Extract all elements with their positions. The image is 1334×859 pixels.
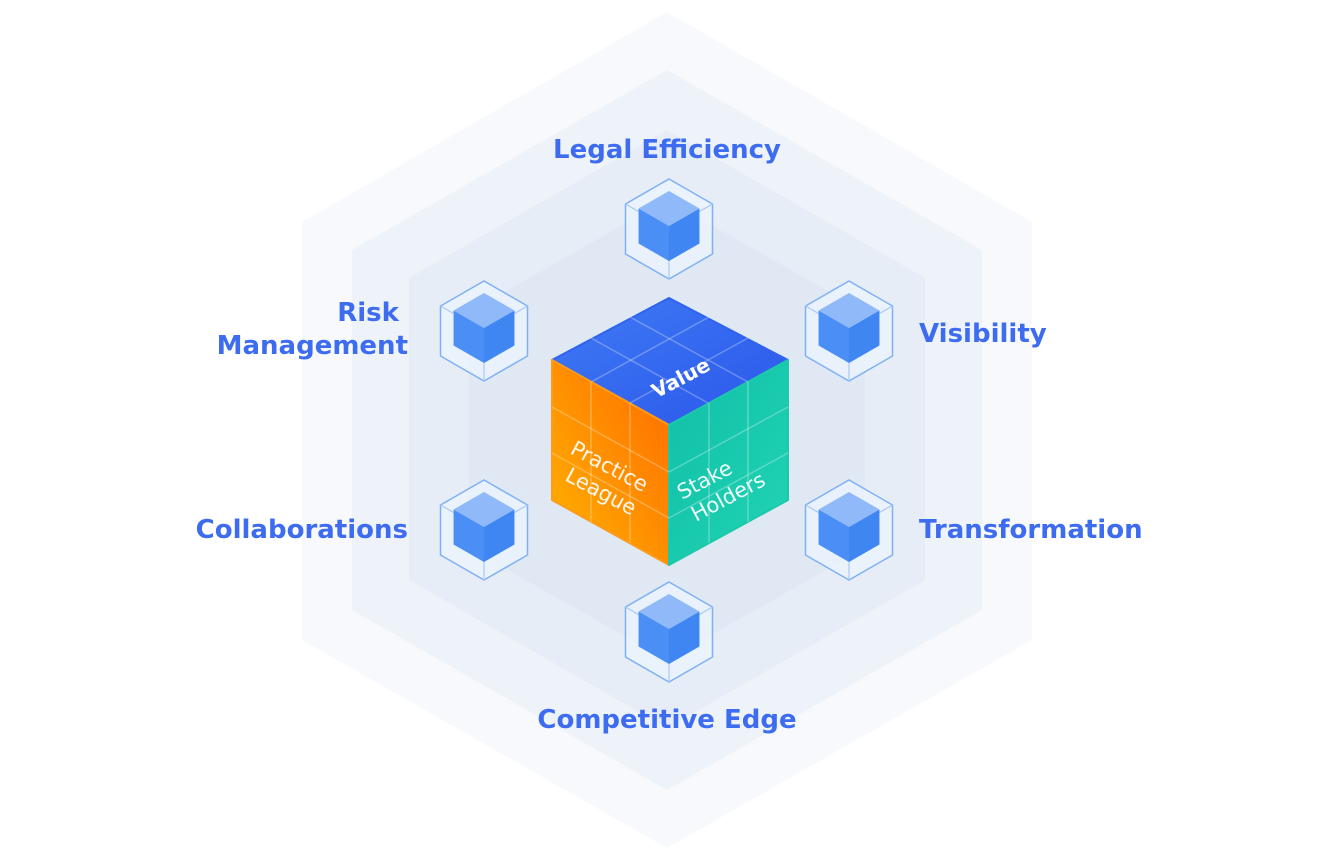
- cube-icon-right: [669, 208, 700, 261]
- cube-icon: [439, 280, 529, 382]
- cube-grid-lines: [551, 316, 789, 543]
- cube-icon-right: [484, 509, 515, 562]
- cube-icon-right: [849, 509, 880, 562]
- label-competitive-edge: Competitive Edge: [537, 705, 796, 735]
- cube-icon-left: [453, 310, 484, 363]
- label-risk-management-line2: Management: [217, 331, 408, 361]
- label-visibility: Visibility: [919, 319, 1047, 349]
- label-risk-management: Risk Management: [217, 298, 408, 361]
- cube-icon: [804, 479, 894, 581]
- cube-icon: [439, 479, 529, 581]
- cube-right-face: [668, 359, 789, 566]
- cube-icon-right: [849, 310, 880, 363]
- cube-icon-right: [669, 611, 700, 664]
- cube-icon-top: [818, 293, 880, 328]
- cube-icon-top: [638, 191, 700, 226]
- cube-icon-top: [818, 492, 880, 527]
- node-labels: Legal Efficiency Risk Management Visibil…: [196, 135, 1143, 735]
- satellite-cubes: [439, 178, 894, 683]
- cube-icon-left: [453, 509, 484, 562]
- label-legal-efficiency: Legal Efficiency: [553, 135, 781, 165]
- cube-icon-left: [818, 509, 849, 562]
- center-cube: Value Practice League Stake Holders: [551, 297, 789, 566]
- cube-icon: [804, 280, 894, 382]
- cube-icon-left: [818, 310, 849, 363]
- cube-icon-left: [638, 611, 669, 664]
- cube-icon-right: [484, 310, 515, 363]
- cube-icon-left: [638, 208, 669, 261]
- cube-icon: [624, 581, 714, 683]
- cube-icon: [624, 178, 714, 280]
- label-risk-management-line1: Risk: [337, 298, 399, 328]
- cube-icon-top: [638, 594, 700, 629]
- label-collaborations: Collaborations: [196, 515, 408, 545]
- label-transformation: Transformation: [919, 515, 1143, 545]
